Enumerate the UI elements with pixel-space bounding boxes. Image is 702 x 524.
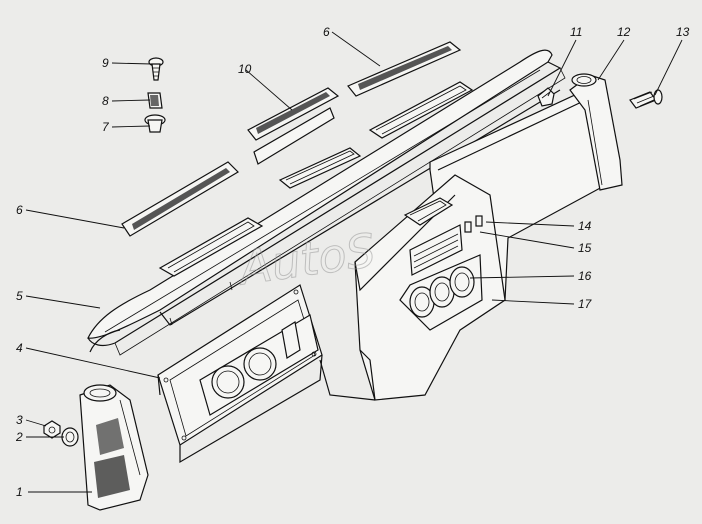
screw-13 [629, 89, 663, 109]
callout-12: 12 [617, 25, 631, 39]
clip-7 [144, 114, 166, 133]
right-end-cap [569, 73, 623, 191]
callout-16: 16 [578, 269, 592, 283]
vent-grille-10 [247, 87, 340, 165]
callout-8: 8 [102, 94, 109, 108]
callout-6a: 6 [323, 25, 330, 39]
instrument-panel [157, 284, 323, 464]
callout-labels: 1 2 3 4 5 6 6 7 8 9 10 11 12 13 14 15 16… [15, 25, 690, 499]
dashboard-top-panel [87, 49, 566, 356]
screw-9 [148, 57, 164, 81]
nut-3 [43, 420, 61, 439]
clip-11 [537, 87, 555, 107]
callout-2: 2 [15, 430, 23, 444]
bushing-8 [147, 92, 163, 109]
left-end-cap [79, 384, 149, 511]
callout-13: 13 [676, 25, 690, 39]
washer-2 [61, 427, 79, 447]
callout-15: 15 [578, 241, 592, 255]
center-console [319, 174, 506, 401]
callout-3: 3 [16, 413, 23, 427]
callout-4: 4 [16, 341, 23, 355]
callout-17: 17 [578, 297, 593, 311]
vent-grille-6-upper [347, 41, 462, 97]
callout-1: 1 [16, 485, 23, 499]
callout-6b: 6 [16, 203, 23, 217]
callout-11: 11 [570, 25, 582, 39]
callout-7: 7 [102, 120, 110, 134]
vent-grille-6-lower [121, 161, 239, 237]
leader-lines [25, 31, 683, 493]
callout-9: 9 [102, 56, 109, 70]
callout-10: 10 [238, 62, 252, 76]
callout-5: 5 [16, 289, 23, 303]
callout-14: 14 [578, 219, 592, 233]
